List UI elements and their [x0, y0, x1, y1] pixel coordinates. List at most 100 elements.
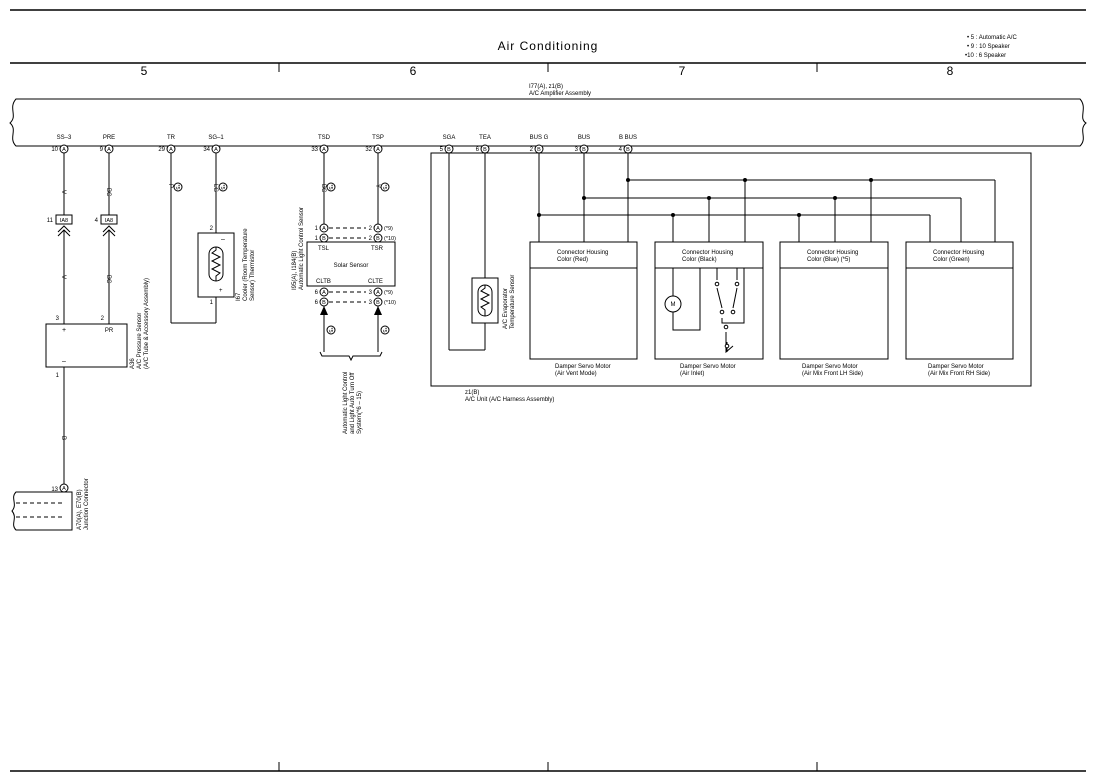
sensor-sign: PR — [105, 328, 114, 334]
connector-letter: A — [376, 226, 380, 232]
ac-unit-code: z1(B) — [465, 390, 479, 396]
variant-note: (*9) — [384, 290, 393, 296]
variant-note: (*10) — [384, 236, 396, 242]
ia-label: IA8 — [105, 218, 113, 224]
servo-name: Damper Servo Motor — [928, 364, 984, 370]
thermistor-sign: + — [219, 288, 223, 294]
column-number: 5 — [141, 64, 148, 78]
column-number: 6 — [410, 64, 417, 78]
servo-motor-air-inlet: Connector Housing Color (Black) M Damper… — [654, 241, 764, 377]
terminal-name: TSP — [372, 135, 384, 141]
connector-letter: A — [62, 486, 66, 492]
circled-mark: *5 — [381, 184, 387, 189]
legend-note: • 9 : 10 Speaker — [967, 44, 1010, 50]
pin-number: 9 — [100, 147, 104, 153]
connector-letter: A — [376, 147, 380, 153]
connector-letter: B — [322, 236, 326, 242]
housing-color: Color (Black) — [682, 257, 717, 263]
circled-mark: *5 — [327, 327, 333, 332]
connector-letter: B — [376, 300, 380, 306]
pin-number: 29 — [158, 147, 165, 153]
solar-sensor-label: Solar Sensor — [334, 263, 369, 269]
connector-letter: A — [169, 147, 173, 153]
solar-pin: 2 — [369, 226, 373, 232]
connector-letter: B — [483, 147, 487, 153]
wire-color: Y — [374, 184, 380, 188]
servo-name: Damper Servo Motor — [802, 364, 858, 370]
column-number: 8 — [947, 64, 954, 78]
housing-label: Connector Housing — [557, 250, 608, 256]
solar-sensor-box — [306, 241, 396, 287]
connector-letter: A — [322, 147, 326, 153]
connector-letter: B — [626, 147, 630, 153]
thermistor-sign: – — [221, 236, 225, 243]
pressure-sensor-sub: (A/C Tube & Accessory Assembly) — [144, 278, 150, 369]
servo-motor-air-vent: Connector Housing Color (Red) Damper Ser… — [529, 241, 638, 377]
pressure-sensor-circuit: V BC 11 IA8 4 IA8 V BC 3 2 + PR – 1 A36 … — [45, 153, 150, 484]
connector-letter: A — [322, 290, 326, 296]
servo-name: Damper Servo Motor — [555, 364, 611, 370]
housing-label: Connector Housing — [807, 250, 858, 256]
servo-sub: (Air Vent Mode) — [555, 371, 597, 377]
pressure-sensor-name: A/C Pressure Sensor — [137, 313, 143, 369]
pin-number: 10 — [51, 147, 58, 153]
solar-name: Automatic Light Control Sensor — [299, 207, 305, 290]
pin-number: 5 — [440, 147, 444, 153]
ia-pin: 4 — [95, 218, 99, 224]
pin-number: 33 — [311, 147, 318, 153]
circled-mark: *5 — [381, 327, 387, 332]
column-number: 7 — [679, 64, 686, 78]
terminal-name: TSD — [318, 135, 331, 141]
housing-color: Color (Red) — [557, 257, 588, 263]
solar-sensor-circuit: BC Y *5 *5 1 A 2 A (*9) 1 B 2 B (*10) TS… — [292, 153, 396, 434]
ia-label: IA8 — [60, 218, 68, 224]
wire-color: BC — [105, 275, 111, 284]
pin-number: 2 — [530, 147, 534, 153]
terminal-name: TR — [167, 135, 176, 141]
cooler-thermistor-circuit: P LG *5 *5 2 – + 1 I67 Cooler (Room Temp… — [167, 153, 256, 324]
connector-letter: B — [537, 147, 541, 153]
legend-note: •10 : 6 Speaker — [965, 53, 1006, 59]
terminal-name: B BUS — [619, 135, 637, 141]
system-ref: System(*6 – 15) — [357, 391, 363, 434]
solar-terminal: CLTB — [316, 279, 331, 285]
terminal-name: BUS G — [530, 135, 549, 141]
housing-label: Connector Housing — [682, 250, 733, 256]
terminal-pins: 10 A 9 A 29 A 34 A 33 A 32 A 5 B 6 B 2 B… — [51, 144, 633, 154]
terminal-name: BUS — [578, 135, 590, 141]
pin-number: 6 — [476, 147, 480, 153]
solar-pin: 2 — [369, 236, 373, 242]
solar-pin: 3 — [369, 300, 373, 306]
wire-color: BC — [105, 188, 111, 197]
circled-mark: *5 — [174, 184, 180, 189]
thermistor-pin: 2 — [210, 226, 214, 232]
solar-terminal: TSL — [318, 246, 330, 252]
solar-terminal: CLTE — [368, 279, 383, 285]
terminal-labels: SS–3 PRE TR SG–1 TSD TSP SGA TEA BUS G B… — [57, 135, 637, 141]
sensor-pin: 2 — [101, 316, 105, 322]
terminal-name: SG–1 — [208, 135, 224, 141]
connector-letter: A — [322, 226, 326, 232]
variant-note: (*10) — [384, 300, 396, 306]
amplifier-assembly: I77(A), z1(B) A/C Amplifier Assembly — [9, 84, 1087, 147]
servo-motor-air-mix-rh: Connector Housing Color (Green) Damper S… — [905, 241, 1014, 377]
thermistor-name: Cooler (Room Temperature — [243, 228, 249, 301]
servo-sub: (Air Mix Front LH Side) — [802, 371, 863, 377]
thermistor-name: Sensor) Thermistor — [250, 250, 256, 301]
wire-color: V — [60, 190, 66, 194]
terminal-name: SGA — [443, 135, 456, 141]
wire-color: LG — [212, 184, 218, 192]
sensor-sign: + — [62, 327, 66, 334]
junction-pin: 13 — [51, 487, 58, 493]
junction-name: Junction Connector — [84, 478, 90, 530]
servo-name: Damper Servo Motor — [680, 364, 736, 370]
wire-color: BC — [320, 184, 326, 193]
motor-symbol: M — [671, 302, 676, 308]
ac-unit-harness: z1(B) A/C Unit (A/C Harness Assembly) A/… — [430, 152, 1032, 403]
connector-letter: A — [376, 290, 380, 296]
thermistor-box — [197, 232, 235, 298]
servo-motor-air-mix-lh: Connector Housing Color (Blue) (*5) Damp… — [779, 241, 889, 377]
thermistor-pin: 1 — [210, 300, 214, 306]
circled-mark: *5 — [327, 184, 333, 189]
connector-letter: A — [62, 147, 66, 153]
